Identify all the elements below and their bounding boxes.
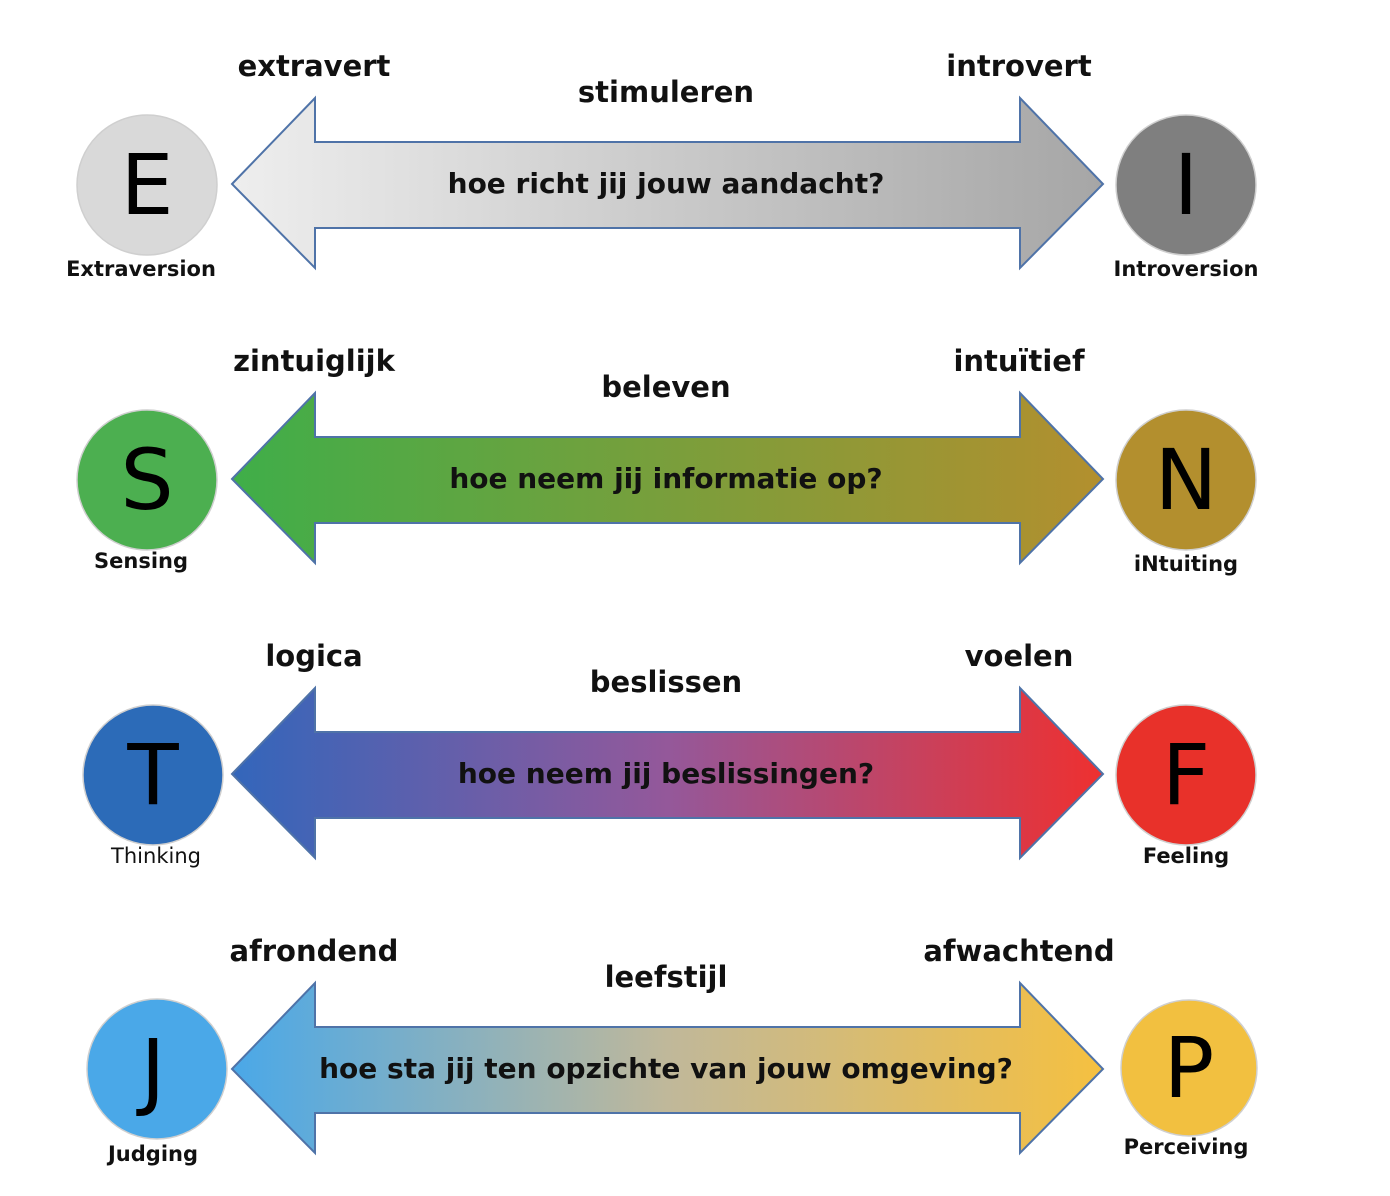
left-dimension-name: Thinking: [111, 844, 201, 868]
left-dimension-name: Extraversion: [66, 257, 216, 281]
left-letter-circle: [76, 409, 218, 551]
dimension-row-tf: T F logica voelen beslissen hoe neem jij…: [0, 590, 1390, 885]
right-pole-label: intuïtief: [953, 344, 1085, 378]
right-letter: I: [1173, 136, 1199, 234]
left-pole-label: afrondend: [229, 934, 399, 968]
left-letter: J: [140, 1021, 166, 1119]
right-dimension-name: Introversion: [1113, 257, 1259, 281]
theme-label: stimuleren: [577, 75, 755, 109]
question-label: hoe neem jij informatie op?: [449, 462, 883, 495]
right-pole-label: introvert: [946, 49, 1092, 83]
row-graphic: [76, 95, 1257, 271]
theme-label: beslissen: [589, 665, 743, 699]
right-letter-circle: [1115, 114, 1257, 256]
left-letter: T: [127, 726, 179, 824]
right-letter: P: [1163, 1019, 1215, 1117]
row-graphic: [86, 980, 1258, 1156]
right-letter-circle: [1115, 704, 1257, 846]
right-letter-circle: [1120, 999, 1258, 1137]
double-arrow: [230, 980, 1105, 1156]
dimension-row-jp: J P afrondend afwachtend leefstijl hoe s…: [0, 885, 1390, 1180]
left-letter-circle: [76, 114, 218, 256]
question-label: hoe neem jij beslissingen?: [457, 757, 875, 790]
right-letter: F: [1161, 726, 1211, 824]
dimension-row-ei: E I extravert introvert stimuleren hoe r…: [0, 0, 1390, 295]
row-graphic: [82, 685, 1257, 861]
left-dimension-name: Sensing: [94, 549, 188, 573]
question-label: hoe richt jij jouw aandacht?: [447, 167, 885, 200]
row-graphic: [76, 390, 1257, 566]
left-pole-label: logica: [265, 639, 363, 673]
left-letter: E: [120, 136, 174, 234]
left-pole-label: extravert: [237, 49, 391, 83]
double-arrow: [230, 390, 1105, 566]
theme-label: leefstijl: [604, 960, 728, 994]
right-dimension-name: Perceiving: [1123, 1135, 1249, 1159]
right-pole-label: afwachtend: [923, 934, 1115, 968]
right-letter: N: [1154, 431, 1218, 529]
right-pole-label: voelen: [964, 639, 1074, 673]
left-letter: S: [120, 431, 174, 529]
left-pole-label: zintuiglijk: [233, 344, 395, 378]
right-dimension-name: Feeling: [1142, 844, 1230, 868]
double-arrow: [230, 685, 1105, 861]
question-label: hoe sta jij ten opzichte van jouw omgevi…: [319, 1052, 1013, 1085]
left-letter-circle: [82, 704, 224, 846]
theme-label: beleven: [601, 370, 731, 404]
left-letter-circle: [86, 998, 228, 1140]
left-dimension-name: Judging: [107, 1142, 199, 1166]
right-dimension-name: iNtuiting: [1133, 552, 1239, 576]
dimension-row-sn: S N zintuiglijk intuïtief beleven hoe ne…: [0, 295, 1390, 590]
right-letter-circle: [1115, 409, 1257, 551]
double-arrow: [230, 95, 1105, 271]
